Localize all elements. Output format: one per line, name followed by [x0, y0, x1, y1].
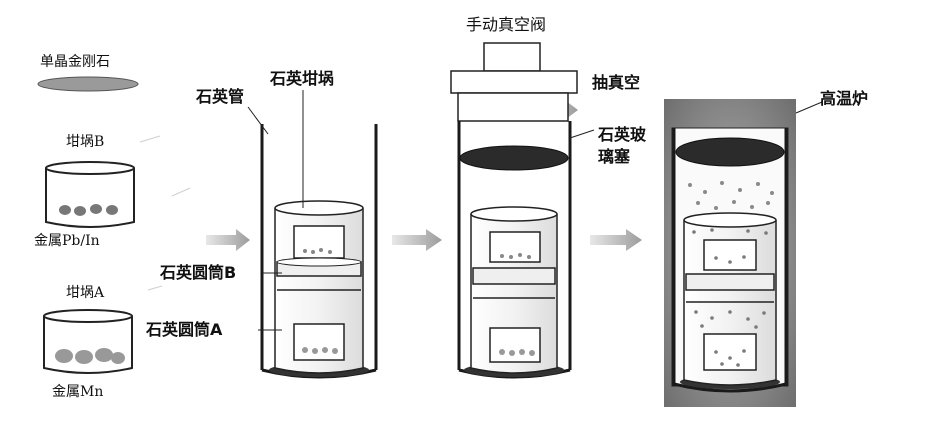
arrow-1: [206, 229, 250, 251]
diamond-material: [38, 77, 138, 91]
crucible-a-label: 坩埚A: [66, 284, 104, 302]
quartz-crucible-label: 石英坩埚: [270, 70, 334, 88]
quartz-stopper-label-line2: 璃塞: [598, 148, 630, 166]
diamond-label: 单晶金刚石: [40, 53, 110, 71]
arrow-3: [590, 229, 642, 251]
manual-valve-label: 手动真空阀: [466, 16, 546, 34]
quartz-tube-label: 石英管: [196, 88, 244, 106]
vacuum-label: 抽真空: [592, 74, 640, 92]
crucible-b-label: 坩埚B: [66, 133, 104, 151]
furnace-label: 高温炉: [820, 90, 868, 108]
stage3-furnace: [664, 99, 822, 407]
metal-mn-label: 金属Mn: [52, 383, 103, 401]
arrow-2: [392, 229, 442, 251]
stage1-quartz-tube: [248, 90, 376, 377]
stage2-vacuum-assembly: [451, 43, 594, 377]
crucible-a-icon: [44, 310, 132, 373]
quartz-cylinder-a-label: 石英圆筒A: [146, 321, 222, 339]
quartz-cylinder-b-label: 石英圆筒B: [160, 264, 236, 282]
metal-pb-in-label: 金属Pb/In: [34, 232, 100, 250]
quartz-stopper-label-line1: 石英玻: [598, 126, 646, 144]
crucible-b-icon: [46, 162, 134, 227]
